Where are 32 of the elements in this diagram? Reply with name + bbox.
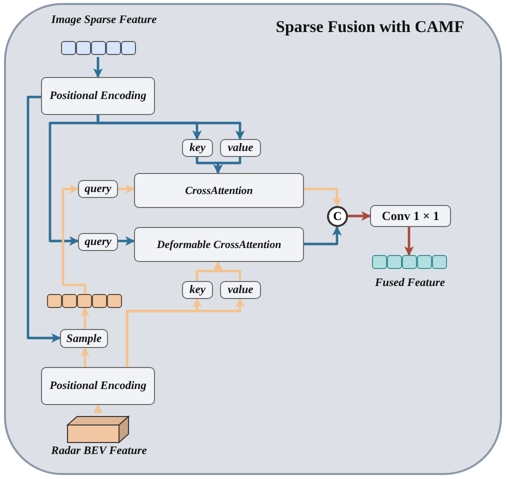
process-box: Positional Encoding xyxy=(41,367,155,405)
process-box: Deformable CrossAttention xyxy=(134,227,304,262)
process-box: query xyxy=(78,233,118,251)
process-box: key xyxy=(182,281,213,299)
node-label: Image Sparse Feature xyxy=(50,14,158,26)
arrow xyxy=(62,184,86,294)
arrow xyxy=(118,184,135,194)
arrow xyxy=(93,57,103,78)
diagram-title: Sparse Fusion with CAMF xyxy=(274,17,466,37)
process-box: Positional Encoding xyxy=(41,77,155,115)
arrow xyxy=(304,226,342,246)
process-box: query xyxy=(78,180,118,198)
process-box: value xyxy=(220,139,261,157)
arrow xyxy=(26,96,61,343)
arrow xyxy=(348,211,371,221)
process-box: Sample xyxy=(60,329,108,348)
process-box: value xyxy=(220,281,261,299)
arrow xyxy=(118,236,135,246)
arrow xyxy=(93,404,103,414)
arrow xyxy=(80,347,90,367)
arrow xyxy=(213,261,242,281)
process-box: key xyxy=(182,139,213,157)
arrow xyxy=(48,115,100,246)
process-box: Conv 1 × 1 xyxy=(370,205,451,227)
arrow xyxy=(404,227,414,256)
arrow xyxy=(126,298,245,367)
arrow xyxy=(304,188,342,207)
node-label: Fused Feature xyxy=(374,277,446,289)
arrow xyxy=(213,157,242,174)
arrow xyxy=(80,307,90,329)
node-label: Radar BEV Feature xyxy=(50,445,148,457)
process-box: CrossAttention xyxy=(134,173,304,208)
